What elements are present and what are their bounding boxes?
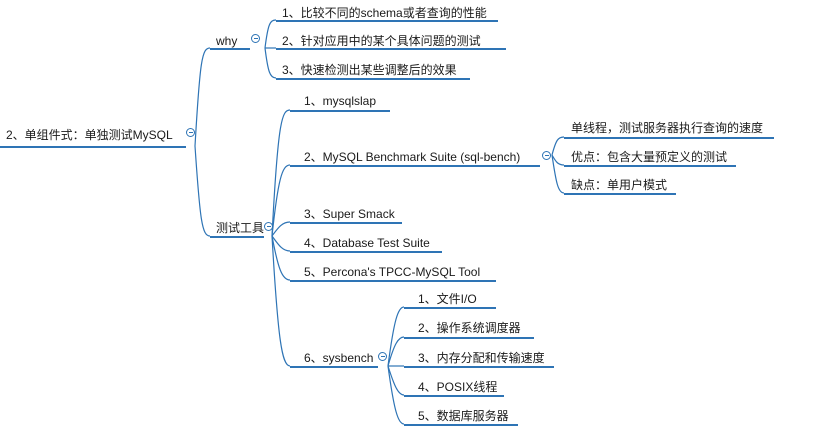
tool-item-tpcc[interactable]: 5、Percona's TPCC-MySQL Tool (304, 265, 481, 279)
connector-tools-6 (271, 235, 291, 367)
why-item-1[interactable]: 1、比较不同的schema或者查询的性能 (282, 6, 487, 20)
sqlbench-child-1[interactable]: 单线程，测试服务器执行查询的速度 (571, 121, 764, 135)
sqlbench-child-2-underline (564, 165, 736, 167)
sysbench-child-2[interactable]: 2、操作系统调度器 (418, 321, 521, 335)
sysbench-child-1[interactable]: 1、文件I/O (418, 292, 477, 306)
why-item-3-underline (276, 78, 470, 80)
sqlbench-child-1-underline (564, 137, 774, 139)
collapse-toggle-icon[interactable] (251, 34, 260, 43)
tool-item-sysbench-underline (290, 366, 378, 368)
connector-tools-1 (271, 109, 291, 237)
why-item-3[interactable]: 3、快速检测出某些调整后的效果 (282, 63, 457, 77)
connector-root-tools (194, 145, 211, 237)
connector-root-why (194, 47, 211, 147)
sysbench-child-3-underline (404, 366, 554, 368)
connector-sysbench-2 (387, 336, 405, 367)
sysbench-child-4[interactable]: 4、POSIX线程 (418, 380, 498, 394)
collapse-toggle-icon[interactable] (264, 222, 273, 231)
tools-underline (210, 236, 264, 238)
tool-item-mysqlslap-underline (290, 110, 390, 112)
connector-tools-5 (271, 235, 291, 281)
why-item-2-underline (276, 48, 506, 50)
sqlbench-child-3[interactable]: 缺点：单用户模式 (571, 178, 668, 192)
connector-sqlbench-2 (551, 154, 565, 166)
tool-item-supersmack-underline (290, 222, 402, 224)
why-item-2[interactable]: 2、针对应用中的某个具体问题的测试 (282, 34, 481, 48)
connector-sqlbench-3 (551, 154, 565, 194)
sysbench-child-3[interactable]: 3、内存分配和传输速度 (418, 351, 545, 365)
tools-topic[interactable]: 测试工具 (216, 221, 265, 235)
collapse-toggle-icon[interactable] (186, 128, 195, 137)
sqlbench-child-2[interactable]: 优点：包含大量预定义的测试 (571, 150, 728, 164)
collapse-toggle-icon[interactable] (542, 151, 551, 160)
tool-item-tpcc-underline (290, 280, 496, 282)
sysbench-child-1-underline (404, 307, 496, 309)
connector-sysbench-4 (387, 365, 405, 396)
connector-why-1 (264, 19, 277, 49)
connector-tools-4 (271, 235, 291, 252)
tool-item-dbtestsuite-underline (290, 251, 442, 253)
sqlbench-child-3-underline (564, 193, 676, 195)
root-topic[interactable]: 2、单组件式：单独测试MySQL (6, 128, 173, 142)
connector-tools-2 (271, 164, 291, 237)
connector-sysbench-5 (387, 365, 405, 425)
why-topic[interactable]: why (216, 34, 238, 48)
tool-item-mysqlslap[interactable]: 1、mysqlslap (304, 94, 377, 108)
tool-item-sqlbench-underline (290, 165, 540, 167)
sysbench-child-2-underline (404, 337, 534, 339)
connector-tools-3 (271, 221, 291, 237)
connector-sysbench-1 (387, 306, 405, 367)
tool-item-sysbench[interactable]: 6、sysbench (304, 351, 374, 365)
tool-item-dbtestsuite[interactable]: 4、Database Test Suite (304, 236, 430, 250)
tool-item-sqlbench[interactable]: 2、MySQL Benchmark Suite (sql-bench) (304, 150, 521, 164)
why-underline (210, 48, 250, 50)
connector-sqlbench-1 (551, 136, 565, 156)
collapse-toggle-icon[interactable] (378, 352, 387, 361)
root-underline (0, 146, 186, 148)
connector-why-3 (264, 47, 277, 79)
why-item-1-underline (276, 20, 498, 22)
sysbench-child-5-underline (404, 424, 518, 426)
tool-item-supersmack[interactable]: 3、Super Smack (304, 207, 395, 221)
sysbench-child-5[interactable]: 5、数据库服务器 (418, 409, 509, 423)
sysbench-child-4-underline (404, 395, 504, 397)
